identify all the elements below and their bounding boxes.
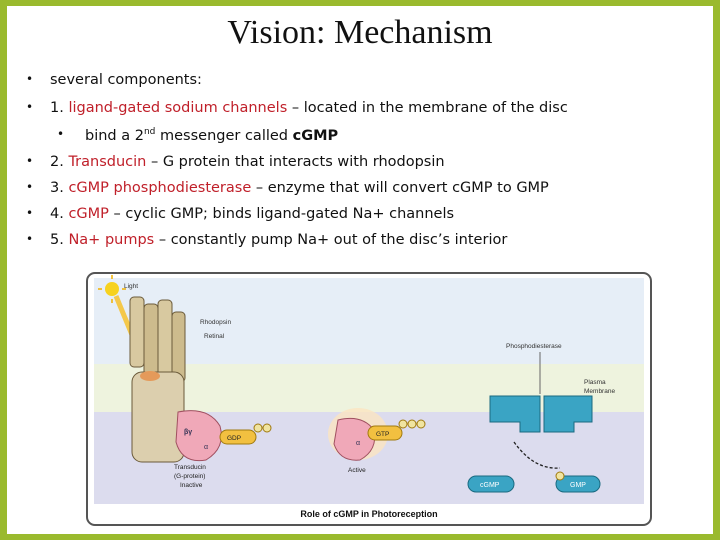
bullet-text: several components: xyxy=(50,72,202,88)
bullet-dot: • xyxy=(26,206,34,220)
superscript: nd xyxy=(143,127,156,137)
sub-bullet-dot: • xyxy=(57,127,65,141)
bullet-term: Na+ pumps xyxy=(68,232,155,248)
figure-caption: Role of cGMP in Photoreception xyxy=(300,509,437,519)
bullet-number: 5. xyxy=(50,232,69,248)
bullet-dot: • xyxy=(26,180,34,194)
bullet-2: 1. ligand-gated sodium channels – locate… xyxy=(50,100,568,116)
phosphodiesterase-label: Phosphodiesterase xyxy=(506,343,562,350)
sub-bullet-term: cGMP xyxy=(292,127,339,144)
retinal-label: Retinal xyxy=(204,333,225,340)
reaction-arrow xyxy=(513,441,561,469)
membrane-label: Membrane xyxy=(584,388,615,395)
bullet-list: • several components: • 1. ligand-gated … xyxy=(0,0,720,260)
bullet-text: – located in the membrane of the disc xyxy=(287,100,568,116)
transducin-label: Transducin xyxy=(174,464,206,471)
bullet-5: 4. cGMP – cyclic GMP; binds ligand-gated… xyxy=(50,206,454,222)
rhodopsin-shape xyxy=(129,296,186,463)
gmp-label: GMP xyxy=(570,482,586,489)
retinal-icon xyxy=(140,371,160,381)
sun-rays-icon xyxy=(98,275,126,303)
alpha-active-label: α xyxy=(356,440,360,447)
plasma-label: Plasma xyxy=(584,379,606,386)
slide-title: Vision: Mechanism xyxy=(227,14,493,51)
bullet-term: cGMP xyxy=(68,206,109,222)
bullet-6: 5. Na+ pumps – constantly pump Na+ out o… xyxy=(50,232,507,248)
cgmp-pill xyxy=(467,475,515,493)
bullet-term: ligand-gated sodium channels xyxy=(68,100,288,116)
bullet-dot: • xyxy=(26,100,34,114)
inactive-label: Inactive xyxy=(180,482,203,489)
bullet-number: 1. xyxy=(50,100,69,116)
transducin-active-shape xyxy=(333,417,376,461)
sub-bullet-text: bind a 2 xyxy=(85,127,144,144)
bullet-term: cGMP phosphodiesterase xyxy=(68,180,252,196)
bullet-number: 2. xyxy=(50,154,69,170)
gmp-pill xyxy=(555,475,601,493)
bullet-text: – cyclic GMP; binds ligand-gated Na+ cha… xyxy=(108,206,455,222)
gtp-label: GTP xyxy=(376,431,389,438)
alpha-label: α xyxy=(204,444,208,451)
gdp-pill xyxy=(219,429,257,445)
pde-subunit-left xyxy=(489,395,541,433)
sun-icon xyxy=(105,282,119,296)
light-label: Light xyxy=(124,283,138,290)
g-protein-label: (G-protein) xyxy=(174,473,205,480)
bullet-term: Transducin xyxy=(68,154,147,170)
gdp-label: GDP xyxy=(227,435,241,442)
bullet-4: 3. cGMP phosphodiesterase – enzyme that … xyxy=(50,180,549,196)
cgmp-label: cGMP xyxy=(480,482,500,489)
bullet-dot: • xyxy=(26,154,34,168)
bullet-1: several components: xyxy=(50,72,202,88)
beta-gamma-label: βγ xyxy=(184,429,192,436)
bullet-text: – enzyme that will convert cGMP to GMP xyxy=(251,180,549,196)
photoreception-diagram: Light Rhodopsin Retinal βγ α GDP Transdu… xyxy=(86,272,652,526)
bullet-number: 3. xyxy=(50,180,69,196)
pde-subunit-right xyxy=(543,395,593,433)
bullet-number: 4. xyxy=(50,206,69,222)
sub-bullet: bind a 2nd messenger called cGMP xyxy=(85,127,338,144)
active-label: Active xyxy=(348,467,366,474)
bullet-text: – constantly pump Na+ out of the disc’s … xyxy=(154,232,508,248)
cytosol-band xyxy=(94,278,644,364)
bullet-dot: • xyxy=(26,72,34,86)
bullet-dot: • xyxy=(26,232,34,246)
transducin-inactive-shape xyxy=(175,410,222,462)
bullet-3: 2. Transducin – G protein that interacts… xyxy=(50,154,445,170)
sub-bullet-text: messenger called xyxy=(155,127,293,144)
rhodopsin-label: Rhodopsin xyxy=(200,319,231,326)
gtp-pill xyxy=(367,425,403,441)
bullet-text: – G protein that interacts with rhodopsi… xyxy=(146,154,445,170)
